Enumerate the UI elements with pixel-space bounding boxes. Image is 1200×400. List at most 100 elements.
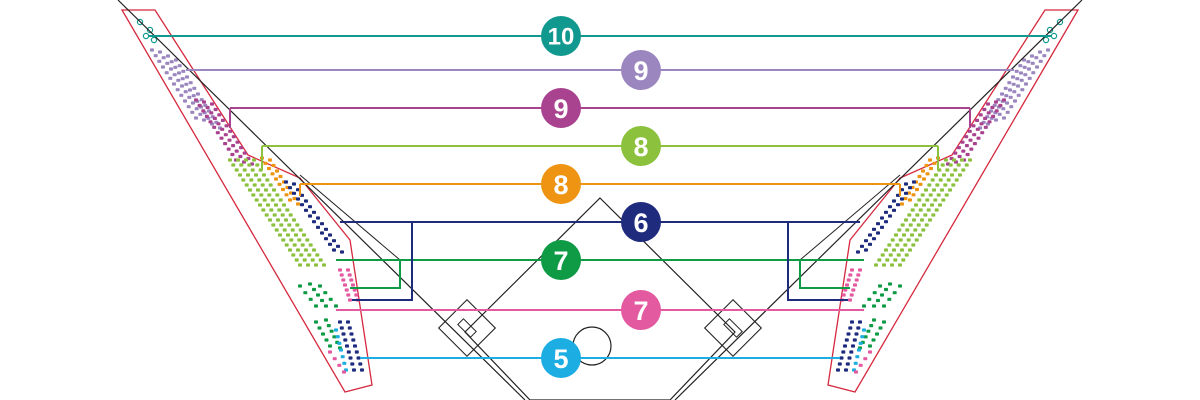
seat (347, 273, 352, 277)
seat (922, 177, 926, 181)
seat (217, 113, 222, 117)
seat (911, 193, 916, 197)
seat (328, 297, 333, 301)
seat (843, 344, 847, 348)
seat (943, 183, 948, 187)
seat (1012, 90, 1017, 94)
seat (888, 205, 892, 209)
seat (917, 198, 922, 202)
seat (848, 298, 852, 302)
seat (924, 188, 928, 192)
seat (256, 188, 260, 192)
zone-badge-circle (541, 240, 581, 280)
seat (965, 152, 970, 157)
seat (896, 203, 900, 207)
seat (986, 111, 991, 115)
seat (874, 263, 878, 267)
seat (858, 320, 862, 324)
seat (912, 218, 916, 222)
seat (239, 163, 244, 167)
seat (853, 283, 857, 287)
seat (308, 214, 312, 218)
seat (868, 233, 872, 237)
seat (857, 348, 861, 352)
box-seat (136, 18, 144, 26)
seat (903, 196, 908, 201)
seat (961, 168, 966, 172)
seat (878, 284, 882, 288)
seat (228, 158, 232, 162)
seat (316, 216, 320, 220)
seat (308, 297, 313, 301)
seat (904, 253, 909, 257)
seat (261, 208, 266, 212)
seat (901, 258, 906, 262)
seat (975, 118, 980, 122)
seat (241, 178, 246, 182)
zone-badge-label: 7 (633, 296, 648, 326)
seat (187, 95, 192, 99)
seat (244, 183, 249, 187)
seat (1014, 69, 1019, 73)
seat (236, 158, 240, 162)
seat (1008, 88, 1012, 92)
seat (247, 163, 252, 167)
seat (900, 248, 904, 252)
seat (238, 154, 243, 159)
seat (845, 283, 849, 287)
seat (946, 178, 951, 182)
seat (848, 326, 853, 330)
seat (958, 173, 962, 177)
seat (297, 238, 302, 242)
zone-badge: 7 (541, 240, 581, 280)
seat (925, 198, 930, 202)
seat (923, 213, 928, 217)
seat (893, 258, 898, 262)
seat (263, 161, 268, 165)
zone-badge: 9 (621, 50, 661, 90)
seat (882, 304, 886, 308)
seat (904, 218, 908, 222)
seat (987, 120, 992, 124)
seat (952, 158, 956, 162)
seat (352, 368, 356, 372)
seat (354, 350, 359, 354)
seat (872, 291, 877, 295)
seat (934, 173, 938, 177)
seat (844, 338, 849, 342)
seat (258, 203, 262, 207)
seat (1007, 81, 1012, 85)
seat (924, 163, 929, 168)
seat (183, 90, 188, 94)
seat (288, 213, 293, 217)
zone-badge-circle (541, 164, 581, 204)
seat (324, 304, 328, 308)
seat (882, 263, 886, 267)
seat (1034, 56, 1039, 60)
seat (268, 218, 272, 222)
seat (1022, 65, 1027, 69)
seat (910, 208, 915, 212)
seat (315, 253, 320, 257)
seat (316, 225, 320, 229)
seat (292, 191, 296, 195)
seat (324, 318, 328, 322)
seat (990, 105, 995, 110)
seat (998, 103, 1003, 108)
seat (316, 293, 320, 297)
seat (304, 199, 308, 203)
base-box (703, 298, 763, 358)
seat (223, 133, 228, 137)
seat (343, 338, 348, 342)
seat (932, 188, 936, 192)
seat (198, 112, 203, 116)
seat (282, 228, 287, 232)
seat (890, 263, 894, 267)
seat (894, 233, 898, 237)
seat (1000, 92, 1004, 96)
seat (312, 248, 316, 252)
seat (916, 223, 921, 227)
seat (1020, 88, 1025, 92)
seat (839, 356, 844, 360)
seat (868, 350, 872, 354)
